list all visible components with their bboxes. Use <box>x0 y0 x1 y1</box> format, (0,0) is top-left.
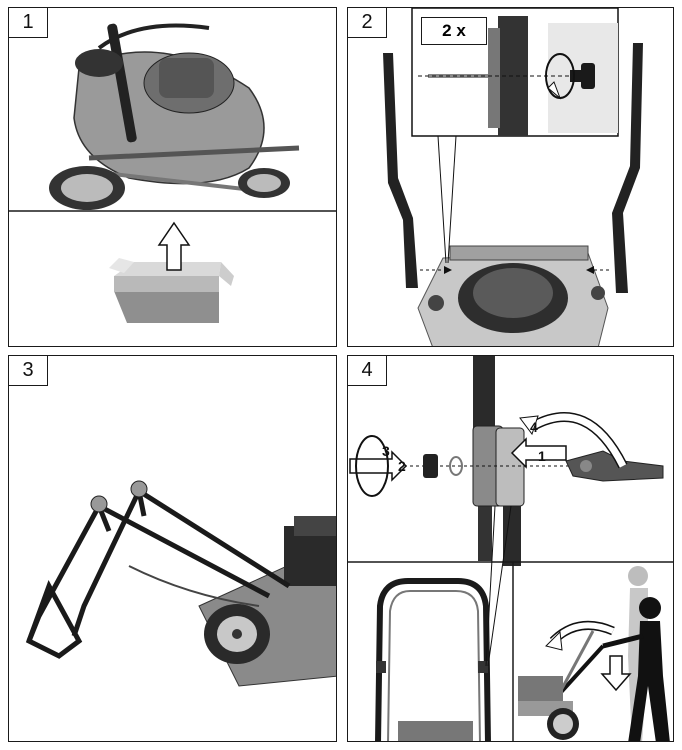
step-1-label: 1 <box>538 448 546 464</box>
mower-topview-illustration <box>9 23 336 323</box>
quantity-label: 2 x <box>421 17 487 45</box>
rotate-icon <box>545 53 575 100</box>
person-silhouette <box>602 566 670 741</box>
panel-1: 1 <box>8 7 337 347</box>
knob <box>423 454 438 478</box>
panel-number: 3 <box>9 356 48 386</box>
arrow-right-icon <box>444 266 452 274</box>
step-4-label: 4 <box>530 419 538 435</box>
rotate-icon <box>355 435 389 497</box>
curved-arrow-icon <box>519 412 628 469</box>
bolt-detail <box>418 16 618 136</box>
washer <box>449 456 463 476</box>
wheel-rear <box>204 604 270 664</box>
step-2-label: 2 <box>398 458 406 474</box>
wheel-rear-left <box>49 166 125 210</box>
handle-unfold-illustration <box>25 480 336 687</box>
handle-frame <box>25 488 291 659</box>
handle-mount-illustration <box>383 8 643 346</box>
wheel-rear-right <box>238 168 290 198</box>
handle-tube <box>472 356 525 566</box>
step-3-label: 3 <box>382 443 390 459</box>
panel-2: 2 <box>347 7 674 347</box>
mower-side-view <box>518 630 605 740</box>
wheel-front <box>75 49 123 77</box>
panel-number: 2 <box>348 8 387 38</box>
arrow-left-icon <box>510 437 567 469</box>
box-icon <box>109 258 234 323</box>
arrow-left-icon <box>586 266 594 274</box>
handle-left <box>383 53 418 288</box>
panel-number: 4 <box>348 356 387 386</box>
mower-body <box>417 245 609 346</box>
handle-fix-illustration: 1 2 3 4 <box>348 356 673 741</box>
panel-number: 1 <box>9 8 48 38</box>
curved-arrow-icon <box>545 620 615 651</box>
panel-4: 4 <box>347 355 674 742</box>
arrow-down-icon <box>600 655 632 692</box>
panel-3: 3 <box>8 355 337 742</box>
handle-right <box>612 43 643 293</box>
quick-release-lever <box>565 450 664 482</box>
arrow-up-icon <box>157 221 191 271</box>
handle-front-view <box>375 578 491 741</box>
mower-deck <box>73 23 300 195</box>
